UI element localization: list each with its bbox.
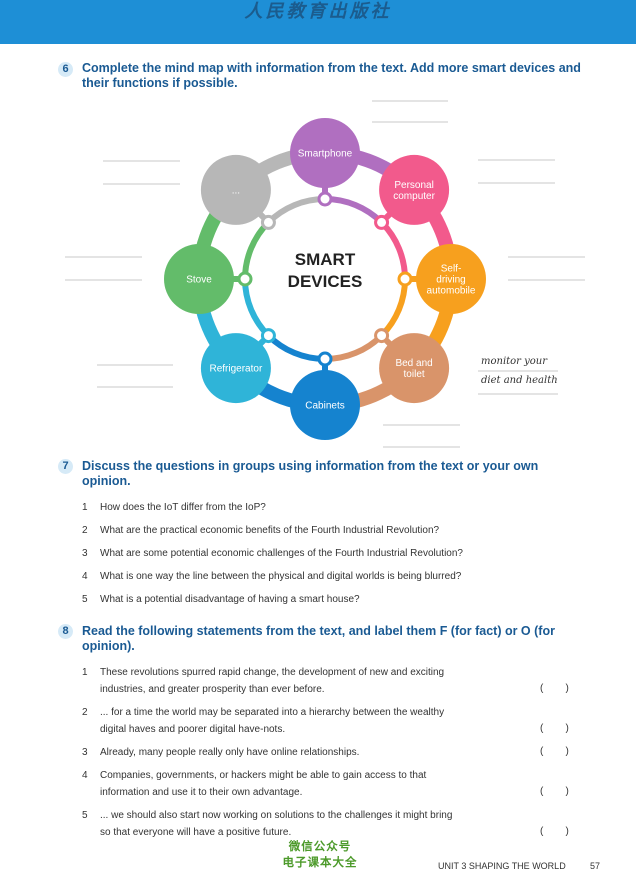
connector-dot xyxy=(374,214,390,230)
watermark: 微信公众号电子课本大全 xyxy=(270,838,370,870)
center-label-line2: DEVICES xyxy=(288,272,363,291)
answer-blank[interactable]: ( ) xyxy=(540,826,569,837)
statement-line1: ... for a time the world may be separate… xyxy=(100,707,445,718)
node-circle xyxy=(379,333,450,404)
example-answer-line2: diet and health xyxy=(481,375,558,386)
page-number: 57 xyxy=(590,861,601,871)
question-number: 5 xyxy=(82,594,88,605)
statement-line1: These revolutions spurred rapid change, … xyxy=(100,667,445,678)
center-label-line1: SMART xyxy=(295,250,356,269)
node-circle xyxy=(416,244,486,314)
node-circle xyxy=(164,244,234,314)
section-6-title: Complete the mind map with information f… xyxy=(82,61,581,90)
connector-dot xyxy=(397,271,413,287)
answer-blank[interactable]: ( ) xyxy=(540,746,569,757)
answer-blank[interactable]: ( ) xyxy=(540,786,569,797)
node-circle xyxy=(290,118,360,188)
statement-line2: information and use it to their own adva… xyxy=(100,787,303,798)
node-label: ... xyxy=(232,185,240,196)
connector-dot xyxy=(317,191,333,207)
watermark-line2: 电子课本大全 xyxy=(282,855,358,869)
node-circle xyxy=(379,154,450,225)
node-label: Stove xyxy=(186,275,212,286)
statement-number: 2 xyxy=(82,707,88,718)
question-number: 4 xyxy=(82,571,88,582)
question-number: 2 xyxy=(82,525,88,536)
question-text: What are some potential economic challen… xyxy=(100,548,463,559)
question-text: What is one way the line between the phy… xyxy=(100,571,462,582)
example-answer-line1: monitor your xyxy=(481,356,548,367)
question-text: What are the practical economic benefits… xyxy=(100,525,440,536)
publisher-logo-text: 人民教育出版社 xyxy=(244,1,392,22)
node-label: Refrigerator xyxy=(209,364,262,375)
statement-number: 4 xyxy=(82,770,88,781)
node-label: Smartphone xyxy=(298,149,353,160)
question-number: 3 xyxy=(82,548,88,559)
statement-number: 3 xyxy=(82,747,88,758)
node-circle xyxy=(200,333,271,404)
section-6-number: 6 xyxy=(58,62,73,77)
statement-line1: Already, many people really only have on… xyxy=(100,747,360,758)
statement-line1: ... we should also start now working on … xyxy=(100,810,453,821)
connector-dot xyxy=(237,271,253,287)
section-8-title: Read the following statements from the t… xyxy=(82,624,555,653)
header-bar xyxy=(0,0,636,44)
section-7-number: 7 xyxy=(58,459,73,474)
answer-blank[interactable]: ( ) xyxy=(540,683,569,694)
statement-line2: digital haves and poorer digital have-no… xyxy=(100,724,286,735)
statement-number: 1 xyxy=(82,667,88,678)
connector-dot xyxy=(260,214,276,230)
section-7-title: Discuss the questions in groups using in… xyxy=(82,459,539,488)
statement-line2: industries, and greater prosperity than … xyxy=(100,684,325,695)
question-text: How does the IoT differ from the IoP? xyxy=(100,502,266,513)
center-circle xyxy=(255,209,395,349)
answer-blank[interactable]: ( ) xyxy=(540,723,569,734)
question-text: What is a potential disadvantage of havi… xyxy=(100,594,360,605)
statement-line1: Companies, governments, or hackers might… xyxy=(100,770,427,781)
section-8-number: 8 xyxy=(58,624,73,639)
statement-number: 5 xyxy=(82,810,88,821)
node-circle xyxy=(290,370,360,440)
question-number: 1 xyxy=(82,502,88,513)
node-circle xyxy=(200,154,271,225)
statement-line2: so that everyone will have a positive fu… xyxy=(100,827,292,838)
watermark-line1: 微信公众号 xyxy=(288,839,352,853)
footer-unit: UNIT 3 SHAPING THE WORLD xyxy=(438,861,566,871)
connector-dot xyxy=(317,351,333,367)
node-label: Cabinets xyxy=(305,401,344,412)
connector-dot xyxy=(374,328,390,344)
connector-dot xyxy=(260,328,276,344)
